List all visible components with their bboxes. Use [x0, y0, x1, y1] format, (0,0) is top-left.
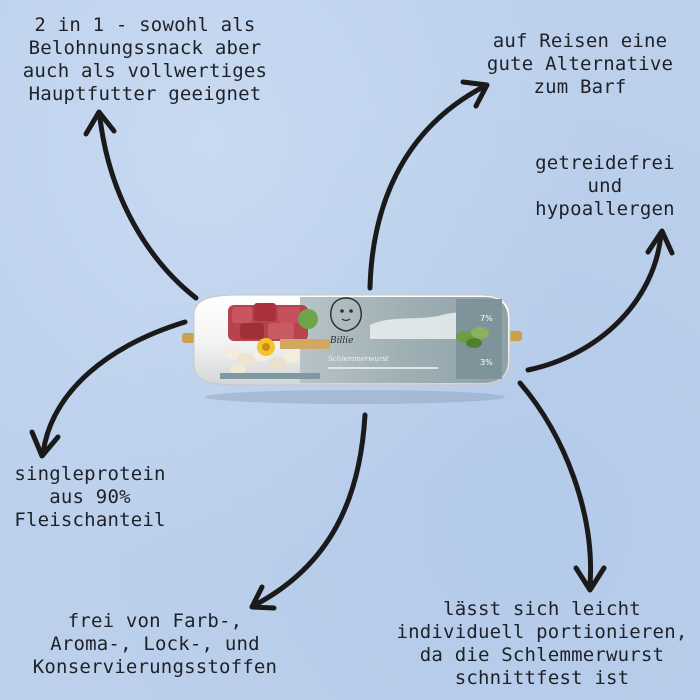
caption-two-in-one: 2 in 1 - sowohl als Belohnungssnack aber… [0, 14, 290, 106]
caption-line: gute Alternative [486, 53, 674, 75]
caption-grain-free: getreidefrei und hypoallergen [515, 152, 695, 221]
badge-top: 7% [480, 314, 493, 323]
caption-line: frei von Farb-, [67, 610, 243, 632]
caption-line: auch als vollwertiges [22, 60, 268, 82]
caption-line: auf Reisen eine [492, 30, 668, 52]
caption-line: Belohnungssnack aber [28, 37, 262, 59]
caption-line: Fleischanteil [14, 509, 166, 531]
caption-line: schnittfest ist [454, 667, 630, 689]
sausage-product: Billie Schlemmerwurst 7% 3% [182, 294, 522, 404]
caption-line: Hauptfutter geeignet [28, 83, 262, 105]
arrow-free-from [249, 412, 368, 611]
product-shadow [205, 390, 505, 404]
caption-portion: lässt sich leicht individuell portionier… [388, 598, 696, 690]
brand-logo [330, 297, 362, 332]
arrow-grain-free [525, 228, 675, 373]
arrow-two-in-one [83, 109, 199, 301]
caption-line: aus 90% [49, 486, 131, 508]
caption-line: lässt sich leicht [443, 598, 641, 620]
caption-free-from: frei von Farb-, Aroma-, Lock-, und Konse… [10, 610, 300, 679]
arrow-travel [367, 79, 490, 291]
caption-line: singleprotein [14, 463, 166, 485]
caption-travel: auf Reisen eine gute Alternative zum Bar… [470, 30, 690, 99]
caption-line: da die Schlemmerwurst [419, 644, 665, 666]
caption-line: hypoallergen [535, 198, 675, 220]
beans-flower-image [220, 338, 320, 379]
label-line [328, 367, 438, 369]
arrow-single-protein [29, 319, 188, 459]
brand-name: Billie [329, 336, 353, 346]
meat-cubes-image [228, 303, 330, 349]
caption-line: zum Barf [533, 76, 627, 98]
badge-bottom: 3% [480, 358, 493, 367]
caption-line: individuell portionieren, [396, 621, 688, 643]
product-name: Schlemmerwurst [328, 355, 389, 363]
caption-line: 2 in 1 - sowohl als [34, 14, 256, 36]
caption-line: und [587, 175, 623, 197]
caption-line: Aroma-, Lock-, und [50, 633, 260, 655]
clip-right [508, 331, 522, 341]
clip-left [182, 333, 196, 343]
caption-line: Konservierungsstoffen [32, 656, 278, 678]
arrow-portion [517, 380, 607, 593]
caption-line: getreidefrei [535, 152, 675, 174]
caption-single-protein: singleprotein aus 90% Fleischanteil [0, 463, 180, 532]
herbs-image [456, 327, 489, 348]
